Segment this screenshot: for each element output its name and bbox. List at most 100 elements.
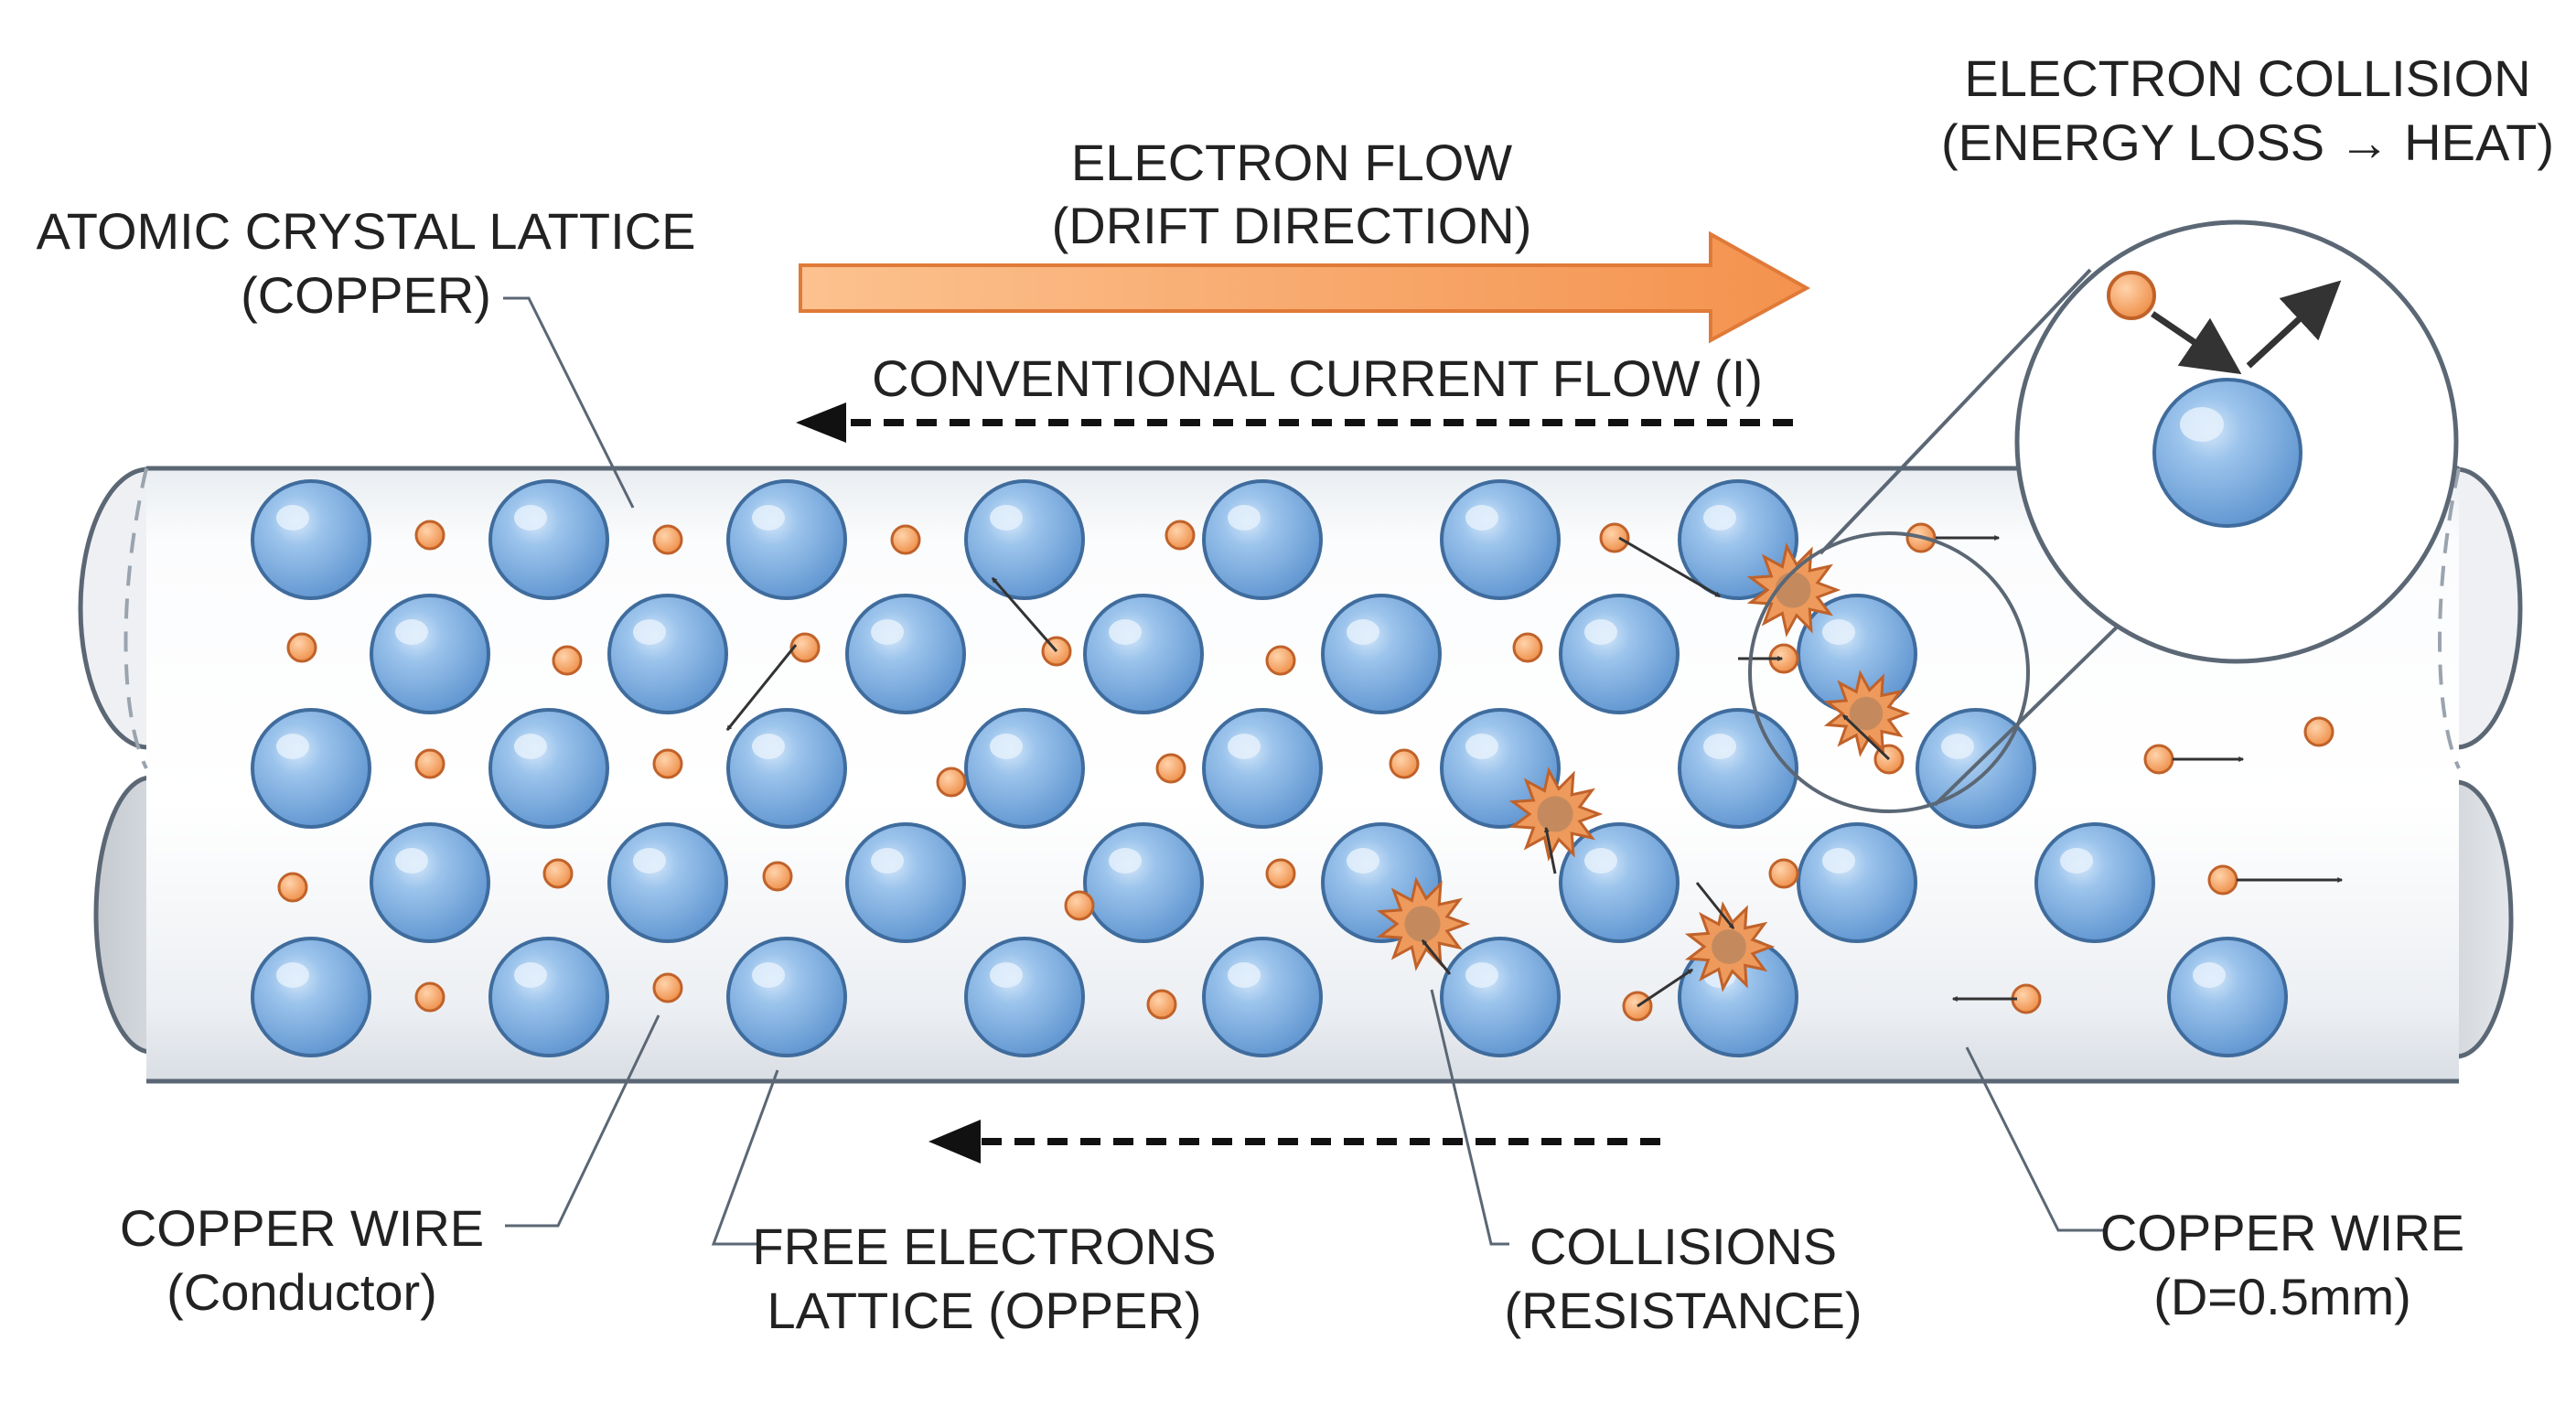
copper-ion <box>1321 594 1442 714</box>
free-electron <box>762 861 793 892</box>
copper-ion <box>488 937 609 1057</box>
free-electron <box>1265 858 1296 889</box>
free-electron <box>2303 716 2334 747</box>
bottom-current-arrow <box>928 1120 1660 1164</box>
zoom-incoming-arrow <box>2151 311 2242 375</box>
copper-ion-highlight <box>990 505 1023 531</box>
free-electron <box>2143 744 2174 775</box>
free-electron <box>1599 522 1630 553</box>
copper-ion <box>251 479 371 600</box>
copper-ion <box>370 822 490 943</box>
copper-ion <box>2167 937 2288 1057</box>
leader-free-electrons <box>711 1069 779 1246</box>
copper-ion <box>964 479 1085 600</box>
copper-ion <box>1678 708 1798 829</box>
conventional-current-label: CONVENTIONAL CURRENT FLOW (I) <box>872 349 1763 407</box>
copper-wire-right-label-line1: COPPER WIRE <box>2100 1204 2464 1261</box>
leader-atomic-lattice <box>503 296 635 509</box>
electron-collision-label-line1: ELECTRON COLLISION <box>1964 49 2530 107</box>
electron-motion-arrow <box>1618 536 1722 598</box>
free-electron <box>286 632 317 663</box>
leader-collisions <box>1430 989 1509 1246</box>
copper-ion-highlight <box>1347 619 1379 645</box>
copper-ion-highlight <box>2193 962 2226 988</box>
copper-ion-highlight <box>1703 505 1736 531</box>
free-electron <box>652 748 683 779</box>
free-electron <box>652 972 683 1003</box>
copper-ion-highlight <box>752 734 785 759</box>
free-electron <box>1165 520 1196 551</box>
copper-ion-highlight <box>276 962 309 988</box>
copper-ion <box>488 708 609 829</box>
atomic-lattice-label-line2: (COPPER) <box>241 266 491 324</box>
copper-ion <box>1202 708 1323 829</box>
copper-wire-left-label-line1: COPPER WIRE <box>120 1199 484 1257</box>
free-electron <box>1768 858 1799 889</box>
copper-ion-highlight <box>633 619 666 645</box>
copper-ion <box>251 937 371 1057</box>
electron-motion-arrow <box>725 644 798 731</box>
copper-ion <box>1559 822 1680 943</box>
copper-ion-highlight <box>395 619 428 645</box>
copper-ion-highlight <box>990 734 1023 759</box>
electron-motion-arrow <box>1421 939 1452 975</box>
copper-ion-highlight <box>871 848 904 874</box>
copper-ion-highlight <box>1109 848 1142 874</box>
copper-ion-highlight <box>514 505 547 531</box>
copper-ion <box>1440 479 1561 600</box>
leader-copper-wire-left <box>505 1014 660 1228</box>
copper-ion-highlight <box>276 734 309 759</box>
copper-ion-highlight <box>1941 734 1974 759</box>
copper-ion-highlight <box>1584 848 1617 874</box>
collision-burst-group <box>1376 542 1911 992</box>
copper-ion <box>964 937 1085 1057</box>
magnified-region-outline <box>1748 531 2030 813</box>
free-electron <box>1389 748 1420 779</box>
free-electron <box>936 767 967 798</box>
copper-ion-highlight <box>1465 505 1498 531</box>
copper-ion-lattice <box>251 479 2288 1057</box>
copper-ion-highlight <box>633 848 666 874</box>
copper-ion-highlight <box>1584 619 1617 645</box>
copper-ion <box>964 708 1085 829</box>
free-electron <box>277 872 308 903</box>
free-electron <box>414 748 445 779</box>
free-electron <box>1512 632 1543 663</box>
copper-ion <box>845 594 966 714</box>
copper-ion <box>726 479 847 600</box>
copper-ion <box>1083 822 1204 943</box>
electron-motion-arrow-group <box>725 535 2344 1008</box>
free-electron <box>1146 989 1177 1020</box>
copper-ion-highlight <box>1465 734 1498 759</box>
electron-motion-arrow <box>1841 713 1891 761</box>
electron-motion-arrow <box>991 577 1058 652</box>
copper-ion-highlight <box>276 505 309 531</box>
collisions-label-line2: (RESISTANCE) <box>1505 1282 1862 1339</box>
electron-flow-label-line2: (DRIFT DIRECTION) <box>1052 197 1532 254</box>
copper-ion-highlight <box>514 962 547 988</box>
free-electron <box>890 524 921 555</box>
electron-collision-zoom <box>2014 220 2459 664</box>
free-electron <box>1155 753 1186 784</box>
copper-ion-highlight <box>1228 962 1261 988</box>
copper-ion <box>1202 937 1323 1057</box>
copper-ion-highlight <box>1109 619 1142 645</box>
copper-ion <box>726 937 847 1057</box>
free-electrons-label-line2: LATTICE (OPPER) <box>767 1282 1201 1339</box>
zoom-electron <box>2107 271 2156 320</box>
leader-copper-wire-right <box>1965 1046 2104 1232</box>
free-electron <box>1265 645 1296 676</box>
electron-flow-arrow <box>799 231 1811 344</box>
free-electron <box>552 645 583 676</box>
copper-ion-highlight <box>1703 734 1736 759</box>
free-electron <box>789 632 821 663</box>
collision-burst-core <box>1712 929 1746 964</box>
electron-motion-arrow <box>1695 882 1735 929</box>
free-electron <box>414 520 445 551</box>
label-leader-lines <box>503 296 2104 1246</box>
copper-ion-highlight <box>1347 848 1379 874</box>
collisions-label-line1: COLLISIONS <box>1530 1217 1837 1275</box>
electron-collision-label-line2: (ENERGY LOSS → HEAT) <box>1941 113 2554 171</box>
zoom-connector-lower <box>1933 611 2133 807</box>
